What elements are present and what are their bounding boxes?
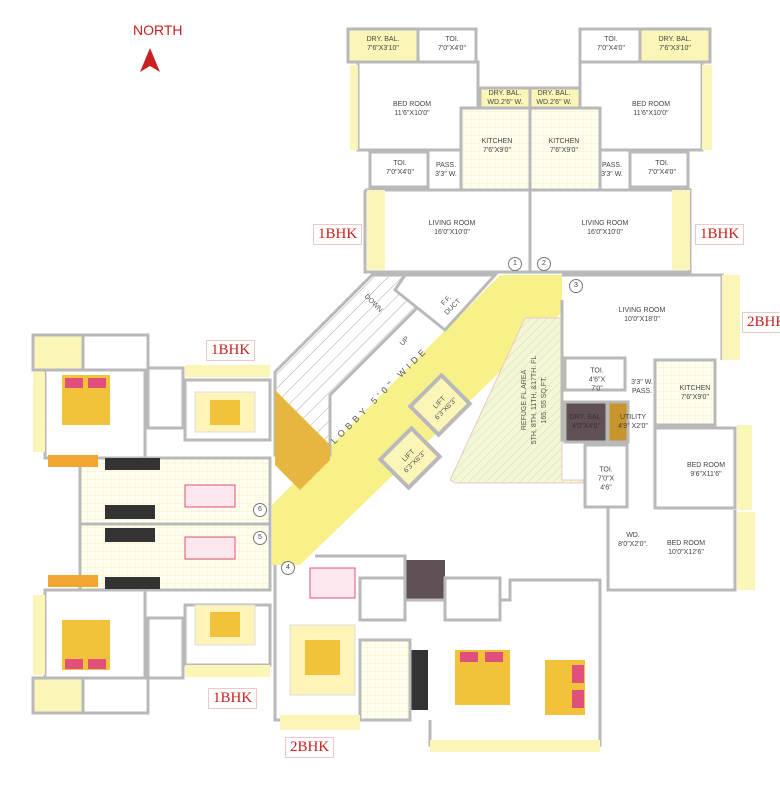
lift-1-shape (407, 372, 473, 438)
room-label-dry-balcony: DRY. BAL.7'6"X3'10" (366, 36, 400, 52)
kitchen-counter (105, 577, 160, 589)
balcony (33, 595, 45, 675)
unit-tag-1bhk: 1BHK (695, 224, 745, 245)
unit-tag-1bhk: 1BHK (313, 224, 363, 245)
balcony (702, 65, 712, 150)
kitchen-stove (105, 528, 155, 542)
room-label-wardrobe: WD.8'0"X2'0". (618, 532, 648, 548)
kitchen-counter (105, 458, 160, 470)
room-label-toilet: TOI.7'0"X4'0" (438, 36, 466, 52)
balcony (185, 365, 270, 377)
balcony (722, 275, 740, 360)
room-label-passage: PASS.3'3" W. (601, 162, 623, 178)
room-label-dry-balcony: DRY. BAL.4'0"X4'0" (569, 414, 603, 430)
room-label-toilet: TOI.7'0"X4'0" (597, 36, 625, 52)
room-label-dry-balcony-wd: DRY. BAL.WD.2'6" W. (536, 90, 572, 106)
right-2bhk-walls (560, 273, 737, 592)
room-label-dry-balcony-wd: DRY. BAL.WD.2'6" W. (487, 90, 523, 106)
flat-number: 6 (253, 503, 267, 517)
unit-tag-2bhk: 2BHK (285, 737, 335, 758)
room-label-dry-balcony: DRY. BAL.7'6"X3'10" (658, 36, 692, 52)
balcony (430, 740, 600, 752)
balcony (280, 715, 360, 730)
balcony (350, 65, 358, 150)
wardrobe (48, 455, 98, 467)
lift-2-shape (377, 425, 443, 491)
flat-number: 3 (569, 279, 583, 293)
flat-number: 5 (253, 531, 267, 545)
flat-number: 2 (537, 257, 551, 271)
flat-number: 4 (281, 561, 295, 575)
flat-number: 1 (508, 257, 522, 271)
ff-duct (392, 273, 499, 333)
north-arrow-icon (140, 48, 160, 72)
stair-landing (275, 390, 330, 490)
balcony (672, 190, 690, 270)
balcony (737, 512, 755, 590)
unit-tag-1bhk: 1BHK (206, 340, 256, 361)
bottom-2bhk-walls (273, 554, 602, 747)
balcony (33, 372, 45, 452)
balcony (367, 190, 385, 270)
room-label-passage: 3'3" W.PASS. (631, 379, 653, 395)
room-label-passage: PASS.3'3" W. (435, 162, 457, 178)
room-label-toilet: TOI.7'0"X4'0" (648, 160, 676, 176)
north-label: NORTH (133, 22, 183, 38)
wardrobe (48, 575, 98, 587)
unit-tag-1bhk: 1BHK (208, 688, 258, 709)
lobby-corridor (272, 275, 562, 565)
kitchen-stove (105, 505, 155, 519)
balcony (185, 665, 270, 677)
balcony (737, 425, 752, 510)
unit-tag-2bhk: 2BHK (742, 312, 780, 333)
room-label-toilet: TOI.7'0"X4'0" (386, 160, 414, 176)
